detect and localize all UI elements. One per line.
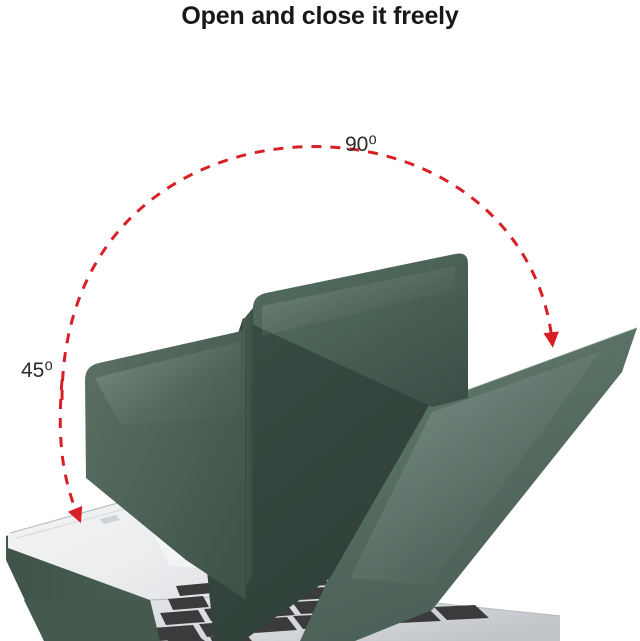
arc-90-degrees <box>60 145 559 401</box>
angle-label-90-text: 90⁰ <box>345 133 377 156</box>
case-left-shine <box>95 342 240 424</box>
case-edge-front-base <box>24 600 160 641</box>
angle-label-45-text: 45⁰ <box>21 359 53 382</box>
page-title: Open and close it freely <box>181 2 459 30</box>
arc-45-degrees <box>58 379 83 524</box>
case-inner-surface <box>196 318 430 641</box>
angle-label-45: 45⁰ <box>21 358 53 383</box>
case-lid-highlight <box>262 266 455 336</box>
case-bottom-shine <box>350 352 600 585</box>
angle-label-90: 90⁰ <box>345 132 377 157</box>
screen-notch <box>100 515 120 524</box>
case-left-panel <box>85 330 247 600</box>
case-inner-face <box>196 318 430 641</box>
